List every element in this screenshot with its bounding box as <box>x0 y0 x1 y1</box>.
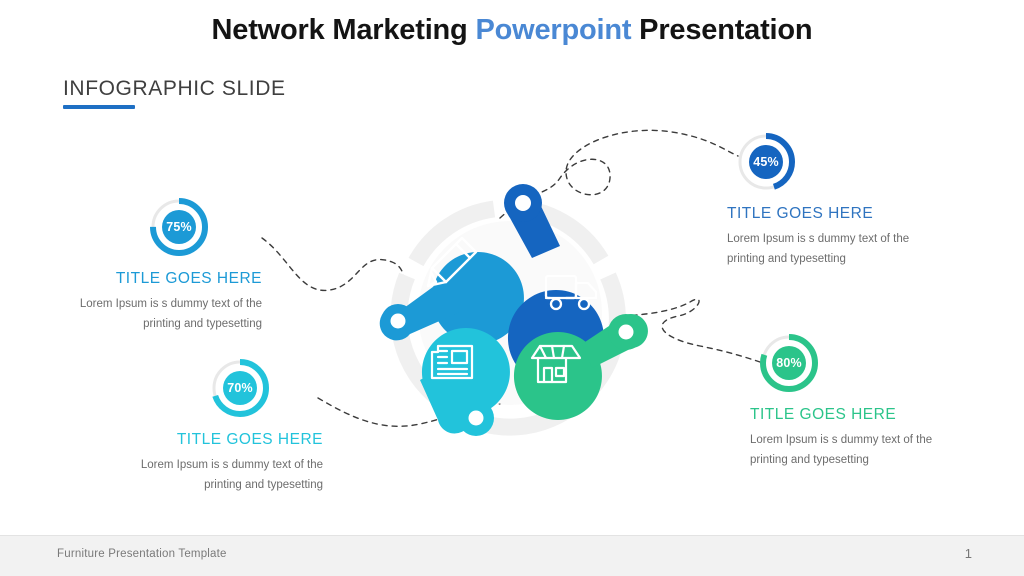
stat-body-line2-75: printing and typesetting <box>143 318 262 330</box>
stat-body-line1-75: Lorem Ipsum is s dummy text of the <box>79 298 262 310</box>
pencil-icon <box>426 236 478 288</box>
stat-body-line1-70: Lorem Ipsum is s dummy text of the <box>140 459 323 471</box>
donut-chart-80: 80% <box>758 332 820 394</box>
blob-store[interactable] <box>513 314 648 420</box>
store-icon <box>530 344 582 384</box>
donut-chart-75: 75% <box>148 196 210 258</box>
donut-chart-45: 45% <box>735 131 797 193</box>
connector-node-truck <box>515 195 531 211</box>
stat-body-75: Lorem Ipsum is s dummy text of the print… <box>47 294 262 334</box>
connector-node-pencil <box>390 313 406 329</box>
stat-block-45: 45% TITLE GOES HERE Lorem Ipsum is s dum… <box>727 131 947 269</box>
donut-percent-label-75: 75% <box>166 220 192 234</box>
donut-percent-label-80: 80% <box>776 356 802 370</box>
stat-title-80: TITLE GOES HERE <box>750 406 897 423</box>
stat-body-70: Lorem Ipsum is s dummy text of the print… <box>108 455 323 495</box>
donut-percent-label-70: 70% <box>227 381 253 395</box>
title-accent-word: Powerpoint <box>475 14 632 46</box>
footer-page-number: 1 <box>964 546 972 561</box>
connector-node-store <box>618 324 634 340</box>
stat-block-80: 80% TITLE GOES HERE Lorem Ipsum is s dum… <box>750 332 970 470</box>
donut-percent-label-45: 45% <box>753 155 779 169</box>
page-title: Network Marketing Powerpoint Presentatio… <box>0 14 1024 47</box>
stat-title-45: TITLE GOES HERE <box>727 205 874 222</box>
donut-chart-70: 70% <box>209 357 271 419</box>
stat-body-line1-45: Lorem Ipsum is s dummy text of the <box>727 233 910 245</box>
stat-title-70: TITLE GOES HERE <box>176 431 323 448</box>
stat-title-75: TITLE GOES HERE <box>115 270 262 287</box>
connector-node-newspaper <box>468 410 484 426</box>
subtitle-text: INFOGRAPHIC SLIDE <box>63 77 286 100</box>
subtitle-block: INFOGRAPHIC SLIDE <box>63 76 286 109</box>
stat-body-line1-80: Lorem Ipsum is s dummy text of the <box>750 434 933 446</box>
truck-icon <box>544 274 598 311</box>
newspaper-icon <box>430 344 474 380</box>
stat-block-75: 75% TITLE GOES HERE Lorem Ipsum is s dum… <box>47 196 262 334</box>
title-part-one: Network Marketing <box>211 14 476 46</box>
stat-body-line2-45: printing and typesetting <box>727 253 846 265</box>
footer-template-name: Furniture Presentation Template <box>57 548 227 560</box>
stat-block-70: 70% TITLE GOES HERE Lorem Ipsum is s dum… <box>108 357 323 495</box>
stat-body-line2-70: printing and typesetting <box>204 479 323 491</box>
central-infographic <box>360 180 660 440</box>
stat-body-45: Lorem Ipsum is s dummy text of the print… <box>727 229 942 269</box>
stat-body-line2-80: printing and typesetting <box>750 454 869 466</box>
title-part-three: Presentation <box>631 14 813 46</box>
slide-footer: Furniture Presentation Template 1 <box>0 535 1024 576</box>
subtitle-underline-bar <box>63 105 135 109</box>
blob-newspaper[interactable] <box>420 328 510 436</box>
stat-body-80: Lorem Ipsum is s dummy text of the print… <box>750 430 965 470</box>
blob-pencil[interactable] <box>379 236 524 344</box>
